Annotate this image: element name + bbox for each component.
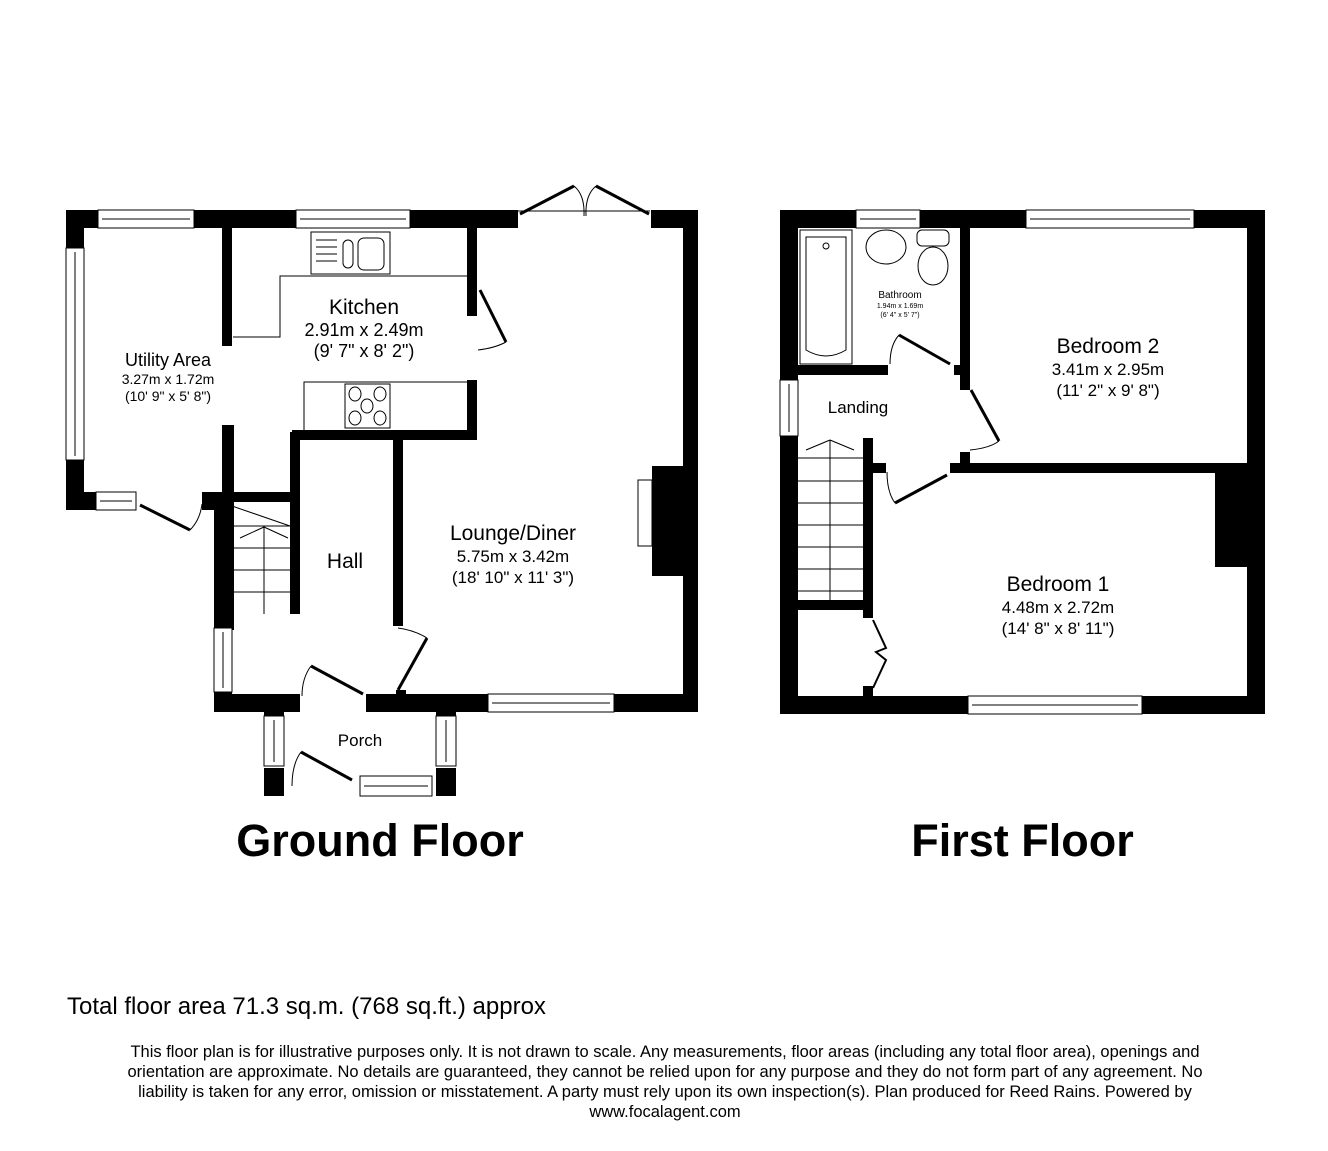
room-imperial: (18' 10" x 11' 3") (451, 568, 575, 587)
kitchen-fittings (233, 231, 467, 430)
room-label-bathroom: Bathroom 1.94m x 1.69m (6' 4" x 5' 7") (850, 290, 950, 320)
total-floor-area: Total floor area 71.3 sq.m. (768 sq.ft.)… (67, 993, 546, 1020)
room-name: Bathroom (878, 290, 922, 301)
room-name: Landing (827, 398, 889, 417)
room-name: Utility Area (124, 350, 212, 370)
disclaimer-line: orientation are approximate. No details … (127, 1063, 1203, 1081)
room-name: Kitchen (328, 296, 400, 319)
room-name: Bedroom 1 (1006, 573, 1110, 596)
room-metric: 3.41m x 2.95m (1051, 360, 1165, 379)
room-metric: 5.75m x 3.42m (456, 547, 570, 566)
room-label-utility: Utility Area 3.27m x 1.72m (10' 9" x 5' … (78, 349, 258, 405)
ground-floor-title: Ground Floor (236, 815, 524, 866)
stairs-ground (231, 505, 291, 614)
room-name: Lounge/Diner (449, 522, 577, 545)
first-floor-windows (779, 209, 1195, 715)
room-label-hall: Hall (305, 550, 385, 574)
first-floor-doors (872, 333, 1001, 689)
room-label-bedroom-2: Bedroom 2 3.41m x 2.95m (11' 2" x 9' 8") (1008, 335, 1208, 401)
room-imperial: (14' 8" x 8' 11") (1001, 619, 1115, 638)
room-imperial: (9' 7" x 8' 2") (313, 341, 415, 361)
room-metric: 3.27m x 1.72m (121, 371, 215, 387)
room-label-porch: Porch (320, 729, 400, 753)
room-imperial: (10' 9" x 5' 8") (124, 388, 212, 404)
room-metric: 1.94m x 1.69m (876, 303, 924, 310)
disclaimer: This floor plan is for illustrative purp… (40, 1042, 1290, 1122)
room-imperial: (6' 4" x 5' 7") (880, 312, 920, 319)
bathroom-fittings (799, 229, 950, 365)
ground-floor-windows (65, 209, 653, 797)
room-name: Hall (326, 550, 364, 573)
room-label-landing: Landing (810, 398, 906, 418)
room-metric: 4.48m x 2.72m (1001, 598, 1115, 617)
ground-floor-doors (139, 184, 650, 787)
room-name: Bedroom 2 (1056, 335, 1160, 358)
room-label-kitchen: Kitchen 2.91m x 2.49m (9' 7" x 8' 2") (274, 296, 454, 362)
room-metric: 2.91m x 2.49m (304, 320, 424, 340)
disclaimer-link: www.focalagent.com (589, 1103, 741, 1121)
room-name: Porch (337, 731, 383, 750)
room-label-lounge: Lounge/Diner 5.75m x 3.42m (18' 10" x 11… (413, 522, 613, 588)
disclaimer-line: This floor plan is for illustrative purp… (130, 1043, 1200, 1061)
disclaimer-line: liability is taken for any error, omissi… (138, 1083, 1192, 1101)
room-imperial: (11' 2" x 9' 8") (1056, 381, 1160, 400)
first-floor-title: First Floor (911, 815, 1134, 866)
room-label-bedroom-1: Bedroom 1 4.48m x 2.72m (14' 8" x 8' 11"… (958, 573, 1158, 639)
stairs-first (798, 439, 863, 600)
